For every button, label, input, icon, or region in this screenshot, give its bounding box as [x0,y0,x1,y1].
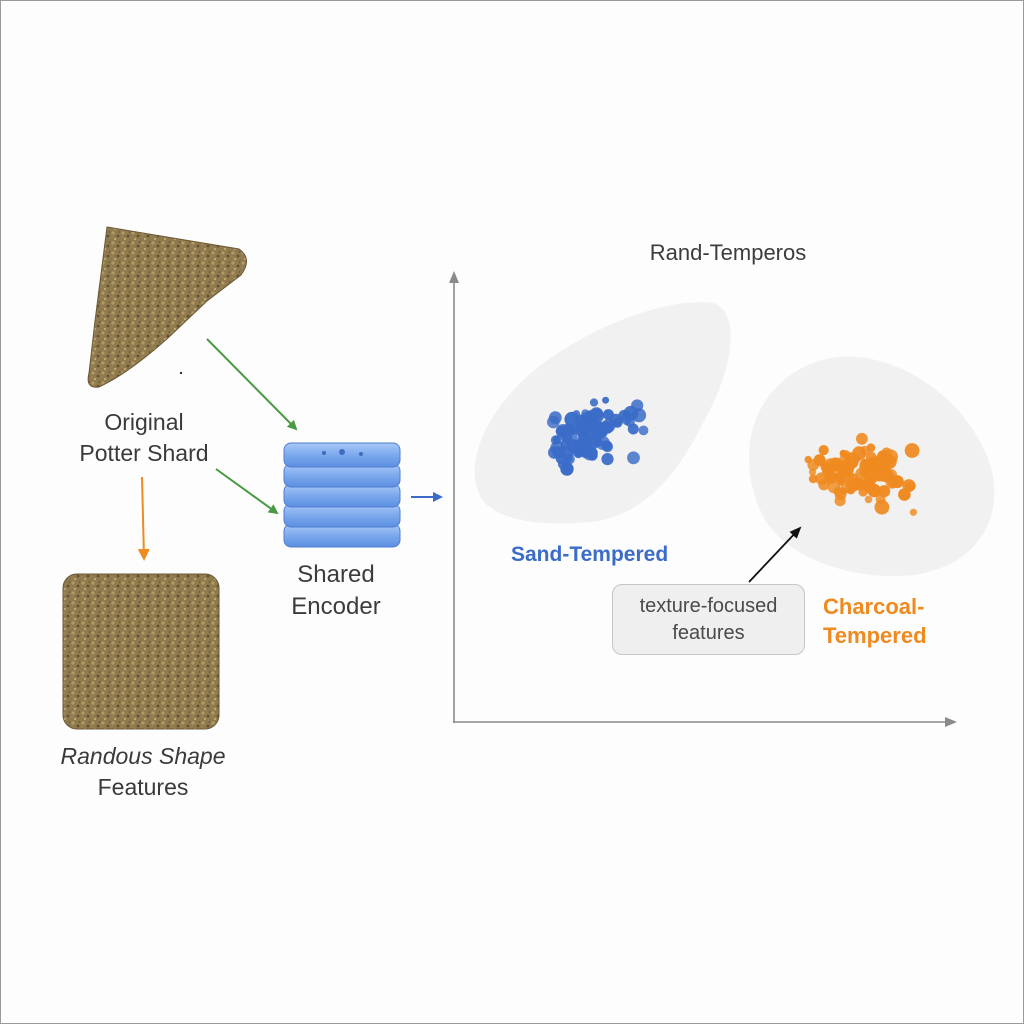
charcoal-data-point [866,443,876,453]
sand-data-point [625,417,635,428]
original-shard-label: Original Potter Shard [51,407,237,469]
sand-data-point [566,439,580,453]
shared-encoder-label-line2: Encoder [291,593,381,620]
random-shape-label-line1: Randous Shape [60,743,226,769]
original-shard-label-line2: Potter Shard [79,440,209,466]
charcoal-data-point [856,432,868,445]
sand-data-point [552,446,565,459]
sand-data-point [588,410,599,422]
sand-data-point [602,396,610,404]
charcoal-data-point [874,499,890,515]
shard-fleck [179,371,183,375]
callout-arrow [748,526,802,583]
charcoal-data-point [842,450,850,458]
charcoal-data-point [904,443,920,458]
sand-data-point [550,435,561,445]
charcoal-data-point [822,465,832,476]
charcoal-data-point [846,471,854,479]
charcoal-data-point [846,486,856,495]
texture-features-callout: texture-focused features [612,584,805,655]
sand-data-point [587,450,598,461]
charcoal-data-point [859,460,870,472]
charcoal-data-point [804,455,812,464]
sand-data-point [587,420,599,431]
sand-data-point [576,418,588,430]
sand-data-point [578,436,594,451]
random-shape-label: Randous Shape Features [41,741,245,803]
callout-line2: features [672,622,745,644]
sand-data-point [638,425,649,436]
sand-data-point [631,408,647,423]
charcoal-tempered-label-line1: Charcoal- [823,594,925,619]
charcoal-data-point [842,458,856,472]
shared-encoder-label: Shared Encoder [266,559,406,623]
sand-data-point [601,420,610,429]
charcoal-tempered-label: Charcoal- Tempered [823,592,963,650]
arrow-shard-to-random-shape [137,476,150,561]
charcoal-tempered-points [804,432,920,516]
charcoal-data-point [865,451,877,463]
shared-encoder-icon [283,442,401,548]
sand-tempered-label: Sand-Tempered [511,543,669,566]
sand-tempered-points [547,396,649,476]
sand-data-point [563,454,573,464]
sand-data-point [589,398,599,407]
random-shape-feature-image [62,573,220,730]
sand-data-point [595,435,610,450]
charcoal-data-point [818,445,829,456]
charcoal-data-point [808,468,817,476]
arrow-shard-to-encoder-lower [215,468,279,515]
charcoal-data-point [833,486,844,497]
sand-data-point [555,424,570,439]
charcoal-data-point [858,487,868,497]
charcoal-data-point [837,478,845,486]
charcoal-data-point [808,474,818,484]
charcoal-data-point [864,495,873,504]
random-shape-label-line2: Features [97,774,189,800]
charcoal-data-point [909,508,918,516]
original-shard-image [87,226,247,388]
sand-data-point [627,451,640,465]
sand-data-point [560,462,574,476]
sand-data-point [547,415,560,429]
charcoal-data-point [813,454,826,467]
charcoal-tempered-label-line2: Tempered [823,623,927,648]
sand-data-point [602,409,614,421]
shared-encoder-label-line1: Shared [297,561,375,588]
charcoal-data-point [834,495,846,507]
charcoal-data-point [906,481,916,491]
charcoal-data-point [878,485,891,498]
callout-line1: texture-focused [639,595,778,617]
charcoal-data-point [835,464,845,474]
charcoal-data-point [815,472,828,486]
charcoal-data-point [870,462,884,475]
charcoal-data-point [890,475,904,489]
charcoal-data-point [852,477,864,489]
sand-data-point [572,410,581,418]
sand-data-point [612,417,623,428]
sand-data-point [601,453,614,466]
arrow-shard-to-encoder-upper [206,338,298,431]
chart-title: Rand-Temperos [649,240,807,265]
sand-data-point [574,449,583,459]
original-shard-label-line1: Original [104,409,184,435]
